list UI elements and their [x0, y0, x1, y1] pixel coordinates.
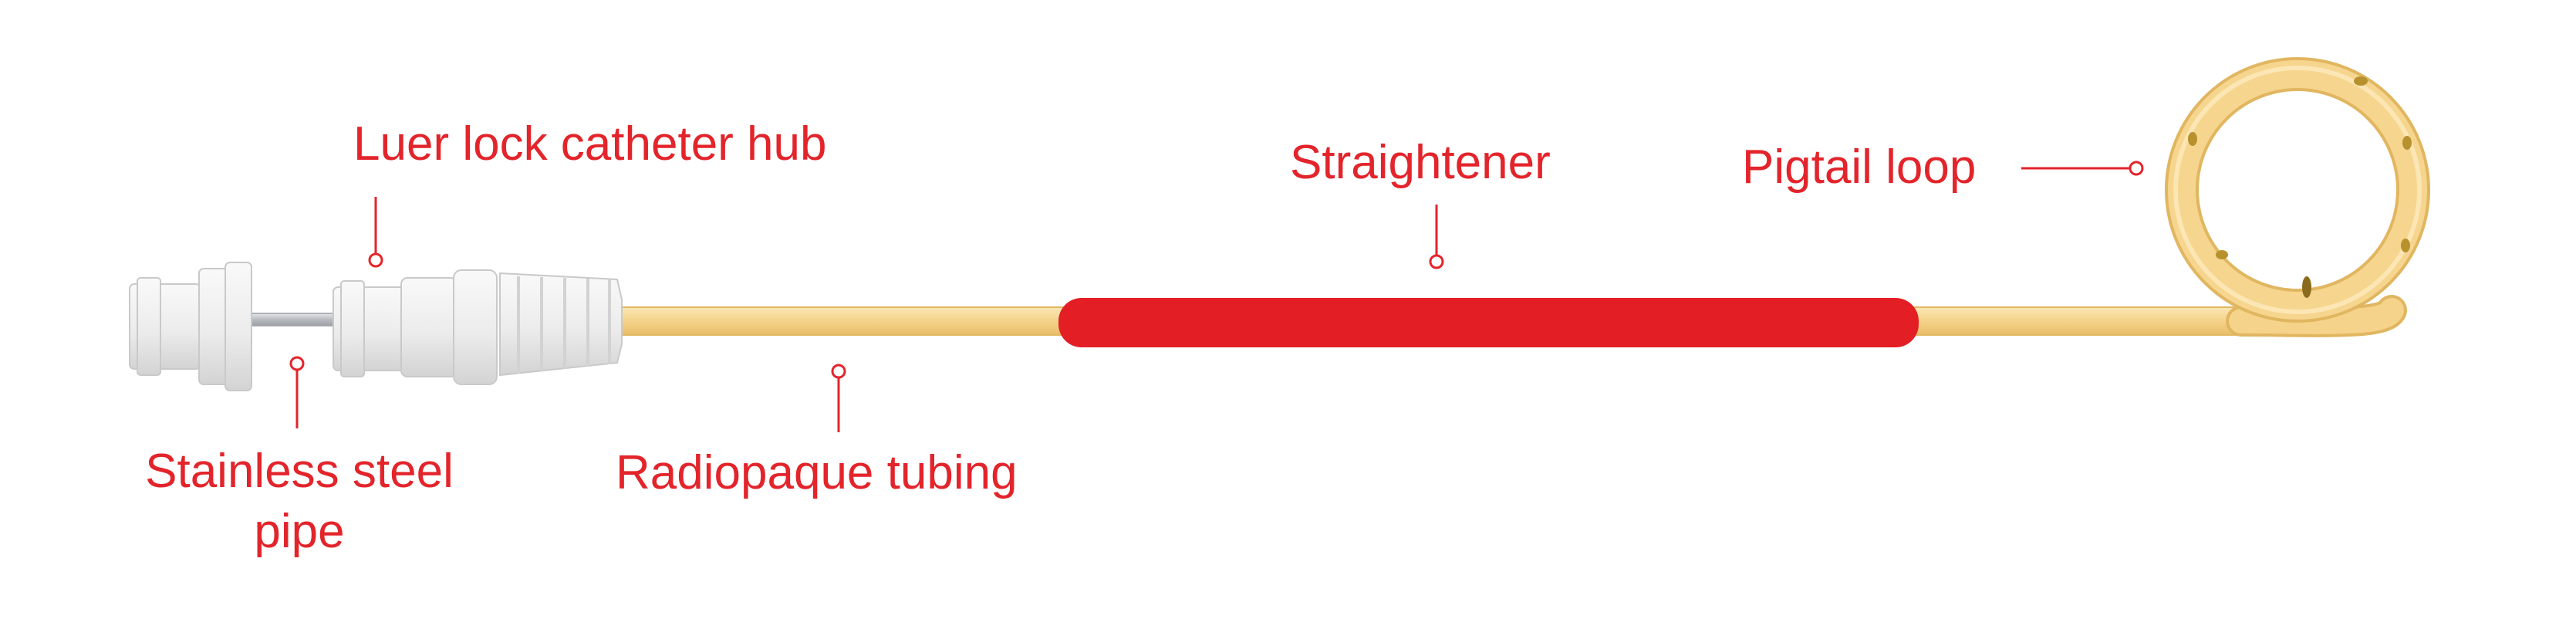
leader-dot-straightener: [1429, 254, 1444, 269]
label-radiopaque-tubing: Radiopaque tubing: [616, 446, 1018, 499]
straightener: [1058, 298, 1919, 347]
stainless-steel-pipe: [246, 313, 348, 327]
drainage-hole: [2402, 136, 2412, 150]
drainage-hole: [2354, 76, 2368, 86]
leader-dot-steel-pipe: [289, 356, 305, 371]
label-stainless-steel-pipe: Stainless steel pipe: [145, 445, 454, 558]
drainage-hole: [2216, 250, 2228, 259]
drainage-hole: [2188, 132, 2197, 146]
label-straightener: Straightener: [1290, 136, 1551, 189]
leader-dot-pigtail: [2129, 161, 2144, 176]
left-connector: [129, 262, 252, 391]
leader-dot-tubing: [831, 364, 846, 379]
tip-opening: [2302, 276, 2311, 298]
luer-lock-catheter-hub: [333, 269, 623, 385]
label-pigtail-loop: Pigtail loop: [1742, 140, 1977, 194]
leader-dot-luer-hub: [368, 252, 383, 268]
drainage-hole: [2401, 239, 2410, 252]
label-luer-lock-catheter-hub: Luer lock catheter hub: [353, 117, 827, 171]
pigtail-loop: [2165, 57, 2430, 337]
